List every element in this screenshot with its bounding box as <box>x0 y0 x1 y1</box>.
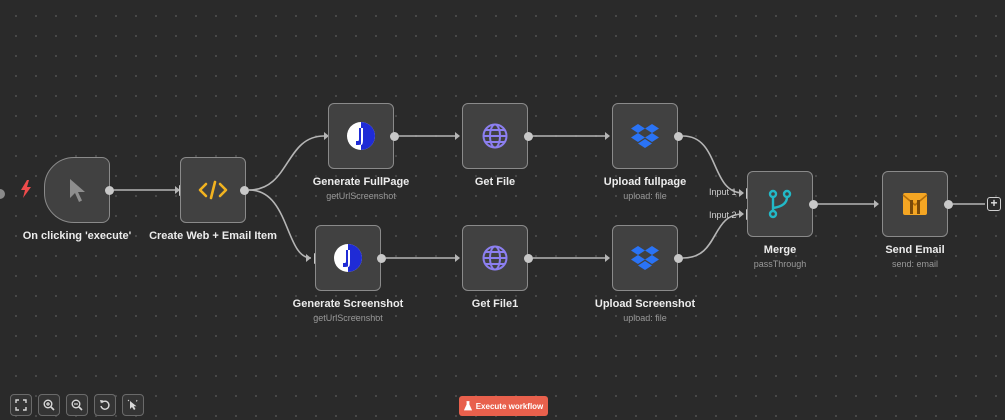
output-port[interactable] <box>240 186 249 195</box>
node-upload-fullpage[interactable] <box>612 103 678 169</box>
execute-workflow-button[interactable]: Execute workflow <box>459 396 548 416</box>
merge-icon <box>768 189 792 219</box>
arrowhead <box>175 186 180 194</box>
node-send-email[interactable] <box>882 171 948 237</box>
output-port[interactable] <box>809 200 818 209</box>
output-port[interactable] <box>524 132 533 141</box>
node-subtitle: upload: file <box>623 191 667 201</box>
add-node-button[interactable]: + <box>987 197 1001 211</box>
node-label: Upload fullpage <box>603 176 687 188</box>
flask-icon <box>463 401 472 411</box>
node-generate-fullpage[interactable] <box>328 103 394 169</box>
edge-create-to-screenshot <box>248 189 312 259</box>
zoom-out-icon <box>71 399 83 411</box>
dropbox-icon <box>631 124 659 148</box>
node-label: Generate Screenshot <box>292 298 404 310</box>
node-upload-screenshot[interactable] <box>612 225 678 291</box>
node-label: Get File1 <box>471 298 519 310</box>
node-subtitle: send: email <box>891 259 939 269</box>
node-get-file[interactable] <box>462 103 528 169</box>
reset-zoom-icon <box>100 400 110 410</box>
node-subtitle: getUrlScreenshot <box>326 191 396 201</box>
arrowhead <box>874 200 879 208</box>
canvas-toolbar <box>10 394 144 416</box>
output-port[interactable] <box>105 186 114 195</box>
execute-workflow-label: Execute workflow <box>475 401 544 411</box>
arrowhead <box>739 189 744 197</box>
tidy-up-button[interactable] <box>122 394 144 416</box>
arrowhead <box>306 254 311 262</box>
reset-zoom-button[interactable] <box>94 394 116 416</box>
output-port[interactable] <box>390 132 399 141</box>
code-icon <box>198 180 228 200</box>
node-subtitle: passThrough <box>753 259 807 269</box>
trigger-bolt-icon <box>21 180 31 198</box>
node-label: Generate FullPage <box>312 176 410 188</box>
arrowhead <box>455 254 460 262</box>
node-get-file1[interactable] <box>462 225 528 291</box>
globe-icon <box>482 245 508 271</box>
output-port[interactable] <box>674 132 683 141</box>
merge-input-2-label: Input 2 <box>709 210 737 220</box>
j-logo-icon <box>347 122 375 150</box>
edge-uploadshot-to-merge <box>682 213 744 259</box>
node-label: Merge <box>763 244 797 256</box>
node-label: Send Email <box>885 244 945 256</box>
arrowhead <box>739 210 744 218</box>
arrowhead <box>605 132 610 140</box>
node-subtitle: getUrlScreenshot <box>313 313 383 323</box>
node-subtitle: upload: file <box>623 313 667 323</box>
zoom-in-icon <box>43 399 55 411</box>
merge-input-1-label: Input 1 <box>709 187 737 197</box>
canvas-left-handle <box>0 189 5 199</box>
output-port[interactable] <box>524 254 533 263</box>
node-merge[interactable] <box>747 171 813 237</box>
node-label: On clicking 'execute' <box>22 230 132 242</box>
output-port[interactable] <box>944 200 953 209</box>
arrowhead <box>324 132 329 140</box>
fit-view-button[interactable] <box>10 394 32 416</box>
tidy-up-icon <box>127 399 138 410</box>
node-label: Get File <box>474 176 516 188</box>
output-port[interactable] <box>674 254 683 263</box>
j-logo-icon <box>334 244 362 272</box>
arrowhead <box>605 254 610 262</box>
edge-create-to-fullpage <box>248 135 325 191</box>
zoom-in-button[interactable] <box>38 394 60 416</box>
cursor-icon <box>70 179 85 202</box>
node-generate-screenshot[interactable] <box>315 225 381 291</box>
output-port[interactable] <box>377 254 386 263</box>
globe-icon <box>482 123 508 149</box>
node-label: Create Web + Email Item <box>149 230 277 242</box>
zoom-out-button[interactable] <box>66 394 88 416</box>
node-label: Upload Screenshot <box>594 298 696 310</box>
node-trigger[interactable] <box>44 157 110 223</box>
arrowhead <box>455 132 460 140</box>
fit-view-icon <box>15 399 27 411</box>
node-create-item[interactable] <box>180 157 246 223</box>
dropbox-icon <box>631 246 659 270</box>
mailchimp-icon <box>902 193 928 215</box>
edge-uploadfull-to-merge <box>682 135 744 194</box>
